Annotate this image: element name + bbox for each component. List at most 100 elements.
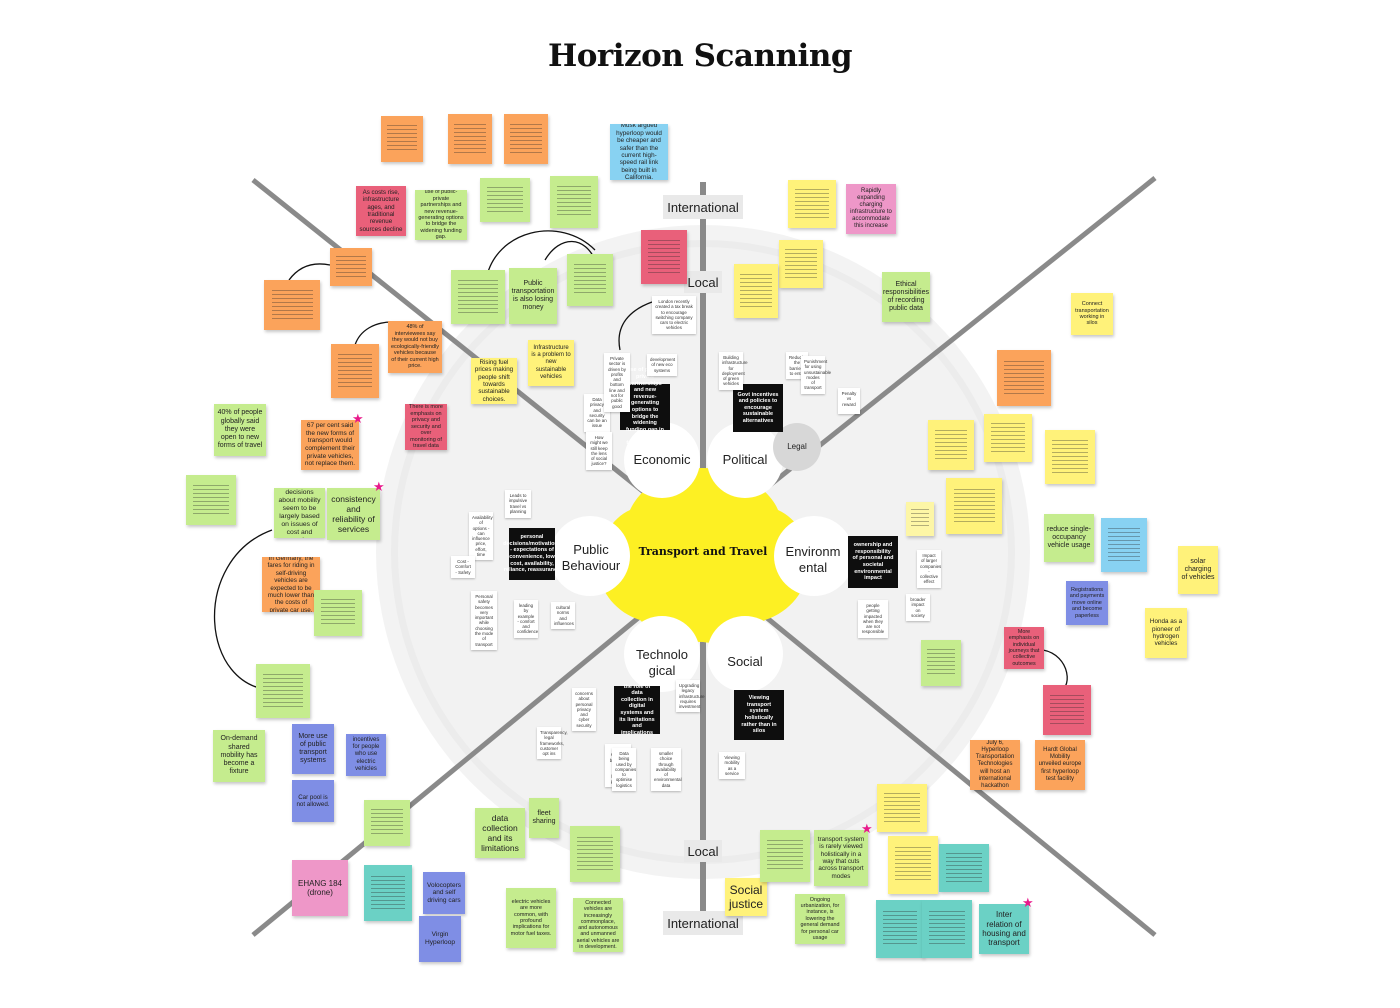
- sticky-note[interactable]: incentives for people who use electric v…: [346, 734, 386, 776]
- sticky-note[interactable]: [877, 784, 927, 832]
- small-note[interactable]: Penalty vs reward: [838, 388, 860, 414]
- sticky-note[interactable]: [760, 830, 810, 882]
- sticky-note[interactable]: [984, 414, 1032, 462]
- sticky-note[interactable]: Infrastructure is a problem to new susta…: [528, 340, 574, 386]
- sticky-note[interactable]: Connected vehicles are increasingly comm…: [573, 898, 623, 952]
- small-note[interactable]: How might we still keep the lens of soci…: [586, 432, 612, 470]
- sticky-note[interactable]: [314, 590, 362, 636]
- small-note[interactable]: smaller choice through availability of e…: [651, 748, 682, 791]
- sticky-note[interactable]: Honda as a pioneer of hydrogen vehicles: [1145, 608, 1187, 658]
- sticky-note[interactable]: [264, 280, 320, 330]
- small-note[interactable]: leading by example - comfort and confide…: [514, 600, 538, 638]
- sticky-note[interactable]: [451, 270, 505, 324]
- small-note[interactable]: broader impact on society: [906, 594, 930, 622]
- sticky-note[interactable]: [779, 240, 823, 288]
- sticky-note[interactable]: In Germany, the fares for riding in self…: [262, 557, 320, 612]
- sticky-note[interactable]: reduce single-occupancy vehicle usage: [1044, 514, 1094, 562]
- small-note[interactable]: people getting impacted when they are no…: [858, 600, 888, 638]
- sticky-note[interactable]: [788, 180, 836, 228]
- theme-card[interactable]: personal decisions/motivations - expecta…: [503, 528, 561, 580]
- sticky-note[interactable]: [1101, 518, 1147, 572]
- small-note[interactable]: Impact of larger companies - collective …: [917, 550, 941, 588]
- sticky-note[interactable]: More emphasis on individual journeys tha…: [1004, 627, 1044, 669]
- sticky-note[interactable]: [381, 116, 423, 162]
- small-note[interactable]: concerns about personal privacy and cybe…: [572, 688, 596, 731]
- sticky-note[interactable]: [946, 478, 1002, 534]
- sticky-note[interactable]: 48% of interviewees say they would not b…: [388, 321, 442, 373]
- sticky-note[interactable]: fleet sharing: [529, 798, 559, 838]
- small-note[interactable]: development of new eco systems: [647, 354, 677, 376]
- sticky-note[interactable]: More use of public transport systems: [292, 724, 334, 774]
- theme-card[interactable]: Govt incentives and policies to encourag…: [733, 384, 783, 432]
- sticky-note[interactable]: [922, 900, 972, 958]
- small-note[interactable]: Building infrastructure for deployment o…: [719, 352, 748, 390]
- sticky-note[interactable]: [567, 254, 613, 306]
- sticky-note[interactable]: [1045, 430, 1095, 484]
- sticky-note[interactable]: [550, 176, 598, 228]
- sticky-note[interactable]: Inter relation of housing and transport: [979, 904, 1029, 954]
- sticky-note[interactable]: [641, 230, 687, 284]
- sticky-note[interactable]: electric vehicles are more common, with …: [506, 888, 556, 948]
- sticky-note[interactable]: Musk argued hyperloop would be cheaper a…: [610, 124, 668, 180]
- sticky-note[interactable]: Virgin Hyperloop: [419, 916, 461, 962]
- theme-card[interactable]: Viewing transport system holistically ra…: [734, 690, 784, 740]
- sticky-note[interactable]: [570, 826, 620, 882]
- sticky-note[interactable]: Social justice: [725, 878, 767, 916]
- small-note[interactable]: Personal safety becomes very important w…: [471, 591, 497, 650]
- theme-card[interactable]: the role of data collection in digital s…: [614, 684, 660, 736]
- sticky-note[interactable]: [331, 344, 379, 398]
- sticky-note[interactable]: transport system is rarely viewed holist…: [814, 830, 868, 886]
- small-note[interactable]: Availability of options - can influence …: [469, 512, 493, 561]
- sticky-note[interactable]: personal decisions about mobility seem t…: [274, 488, 325, 538]
- sticky-note[interactable]: [330, 248, 372, 286]
- sticky-note[interactable]: consistency and reliability of services: [327, 488, 380, 540]
- small-note[interactable]: Cost - Comfort - Safety: [451, 556, 475, 578]
- sticky-note[interactable]: Car pool is not allowed.: [292, 780, 334, 822]
- sticky-note[interactable]: Rapidly expanding charging infrastructur…: [846, 184, 896, 234]
- sticky-note[interactable]: EHANG 184 (drone): [292, 860, 348, 916]
- sticky-note[interactable]: [928, 420, 974, 470]
- sticky-note[interactable]: [734, 264, 778, 318]
- sticky-note[interactable]: [448, 114, 492, 164]
- sticky-note[interactable]: On-demand shared mobility has become a f…: [213, 730, 265, 782]
- sticky-note[interactable]: July 6, Hyperloop Transportation Technol…: [970, 740, 1020, 790]
- sticky-note[interactable]: data collection and its limitations: [475, 808, 525, 858]
- sticky-note[interactable]: There is more emphasis on privacy and se…: [405, 404, 447, 450]
- sticky-note[interactable]: [888, 836, 938, 894]
- small-note[interactable]: Private sector is driven by profits and …: [604, 353, 630, 412]
- small-note[interactable]: Upgrading legacy infrastructure requires…: [676, 680, 705, 713]
- sticky-note[interactable]: [364, 865, 412, 921]
- sticky-note[interactable]: Connect transportation working in silos: [1071, 293, 1113, 335]
- sticky-note[interactable]: As costs rise, infrastructure ages, and …: [356, 186, 406, 236]
- sticky-note[interactable]: Ongoing urbanization, for instance, is l…: [795, 894, 845, 944]
- small-note[interactable]: Leads to impulsive travel vs planning: [505, 490, 531, 518]
- sticky-note[interactable]: [906, 502, 934, 536]
- sticky-note[interactable]: solar charging of vehicles: [1178, 546, 1218, 594]
- sticky-note[interactable]: use of public-private partnerships and n…: [415, 190, 467, 240]
- sticky-note[interactable]: [1043, 685, 1091, 735]
- sticky-note[interactable]: Ethical responsibilities of recording pu…: [882, 272, 930, 322]
- sticky-note[interactable]: [480, 178, 530, 222]
- sticky-note[interactable]: [256, 664, 310, 718]
- sticky-note[interactable]: Rising fuel prices making people shift t…: [471, 358, 517, 404]
- sticky-note[interactable]: [504, 114, 548, 164]
- sticky-note[interactable]: [186, 475, 236, 525]
- sticky-note[interactable]: Registrations and payments move online a…: [1066, 581, 1108, 625]
- sticky-note[interactable]: 67 per cent said the new forms of transp…: [301, 420, 359, 470]
- sticky-note[interactable]: Hardt Global Mobility unveiled europe fi…: [1035, 740, 1085, 790]
- small-note[interactable]: London recently created a tax break to e…: [652, 296, 696, 334]
- theme-card[interactable]: ownership and responsibility of personal…: [848, 536, 898, 588]
- small-note[interactable]: cultural norms and influences: [551, 602, 575, 630]
- sticky-note[interactable]: [939, 844, 989, 892]
- small-note[interactable]: Viewing mobility as a service: [719, 752, 745, 780]
- small-note[interactable]: Punishment for using unsustainable modes…: [801, 356, 831, 394]
- sticky-note[interactable]: [997, 350, 1051, 406]
- sticky-note[interactable]: 40% of people globally said they were op…: [214, 404, 266, 456]
- small-note[interactable]: Data being used by companies to optimise…: [612, 748, 636, 791]
- sticky-note[interactable]: [876, 900, 924, 958]
- sticky-note[interactable]: Public transportation is also losing mon…: [509, 268, 557, 324]
- sticky-note[interactable]: [921, 640, 961, 686]
- small-note[interactable]: Transparency, legal frameworks, customer…: [537, 727, 568, 760]
- sticky-note[interactable]: [364, 800, 410, 846]
- sticky-note[interactable]: Volocopters and self driving cars: [423, 872, 465, 914]
